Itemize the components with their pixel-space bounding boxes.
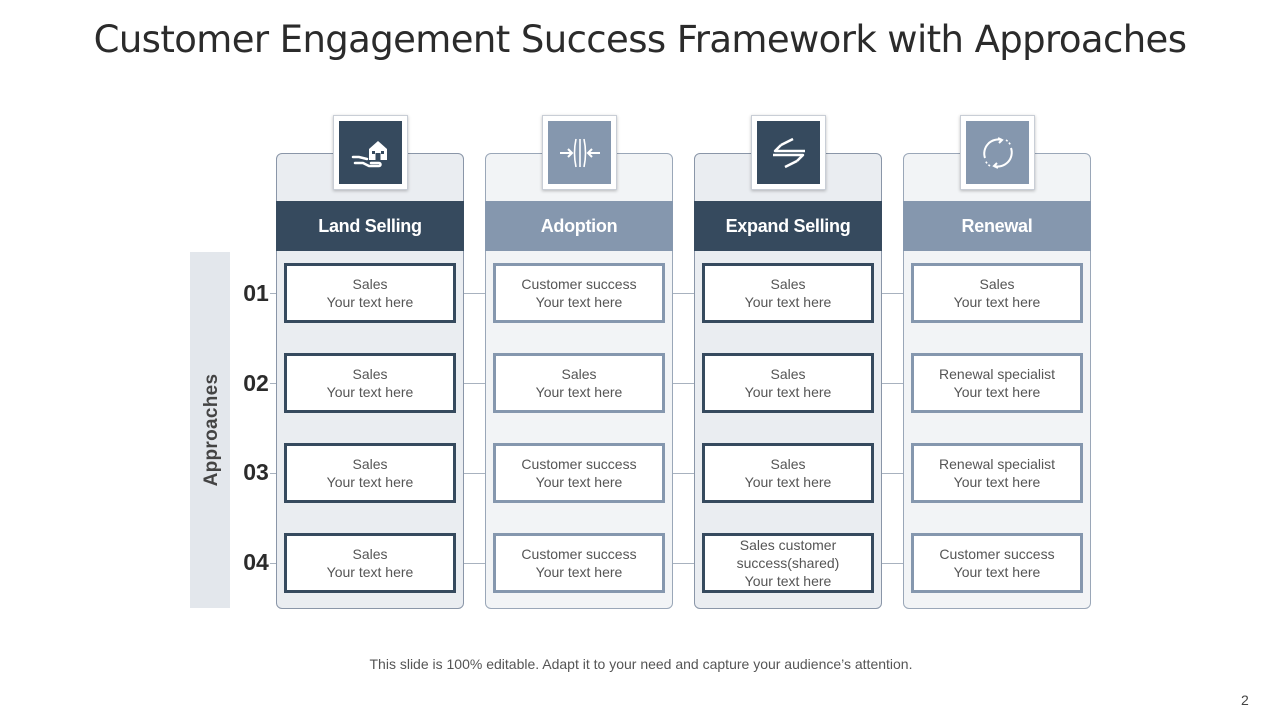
column-header-renewal: Renewal xyxy=(903,201,1091,251)
cell-text: Customer success xyxy=(521,456,637,472)
cell-text: Your text here xyxy=(535,564,623,580)
cell-text: Sales xyxy=(352,546,388,562)
cell-text: Your text here xyxy=(953,384,1041,400)
column-header-adoption: Adoption xyxy=(485,201,673,251)
cell-text: Your text here xyxy=(326,294,414,310)
cell-text: Your text here xyxy=(326,564,414,580)
icon-frame xyxy=(542,115,617,190)
row-connector-4 xyxy=(270,563,1090,564)
cell-text: Sales customer xyxy=(739,537,837,553)
icon-frame xyxy=(751,115,826,190)
refresh-cycle-icon xyxy=(966,121,1029,184)
cell-text: Sales xyxy=(352,276,388,292)
cell-text: Your text here xyxy=(953,474,1041,490)
column-header-land-selling: Land Selling xyxy=(276,201,464,251)
cell-expand-selling-4: Sales customer success(shared) Your text h… xyxy=(702,533,874,593)
compress-arrows-icon xyxy=(548,121,611,184)
cell-text: Your text here xyxy=(744,384,832,400)
slide-title: Customer Engagement Success Framework wi… xyxy=(93,18,1187,61)
cell-text: Your text here xyxy=(953,564,1041,580)
exchange-arrows-icon xyxy=(757,121,820,184)
icon-frame xyxy=(960,115,1035,190)
cell-text: Sales xyxy=(979,276,1015,292)
icon-frame xyxy=(333,115,408,190)
cell-text: Your text here xyxy=(535,294,623,310)
cell-text: Sales xyxy=(770,366,806,382)
row-connector-2 xyxy=(270,383,1090,384)
hand-house-icon xyxy=(339,121,402,184)
cell-text: Customer success xyxy=(521,546,637,562)
approaches-side-bar xyxy=(190,252,230,608)
cell-text: Renewal specialist xyxy=(939,366,1055,382)
row-connector-1 xyxy=(270,293,1090,294)
page-number: 2 xyxy=(1241,692,1249,708)
row-number: 02 xyxy=(243,370,269,396)
cell-text: Sales xyxy=(352,456,388,472)
row-number: 04 xyxy=(243,549,269,575)
cell-text: Your text here xyxy=(744,573,832,589)
cell-text: Your text here xyxy=(535,384,623,400)
cell-text: success(shared) xyxy=(736,555,840,571)
cell-text: Sales xyxy=(770,456,806,472)
cell-text: Renewal specialist xyxy=(939,456,1055,472)
cell-text: Your text here xyxy=(535,474,623,490)
cell-text: Sales xyxy=(770,276,806,292)
row-connector-3 xyxy=(270,473,1090,474)
cell-text: Sales xyxy=(352,366,388,382)
approaches-label: Approaches xyxy=(201,373,222,487)
cell-text: Your text here xyxy=(953,294,1041,310)
column-header-expand-selling: Expand Selling xyxy=(694,201,882,251)
cell-text: Your text here xyxy=(326,384,414,400)
cell-text: Customer success xyxy=(939,546,1055,562)
cell-text: Customer success xyxy=(521,276,637,292)
cell-text: Your text here xyxy=(744,294,832,310)
footer-note: This slide is 100% editable. Adapt it to… xyxy=(369,656,913,672)
cell-text: Sales xyxy=(561,366,597,382)
row-number: 03 xyxy=(243,459,269,485)
cell-text: Your text here xyxy=(744,474,832,490)
cell-text: Your text here xyxy=(326,474,414,490)
row-number: 01 xyxy=(243,280,269,306)
